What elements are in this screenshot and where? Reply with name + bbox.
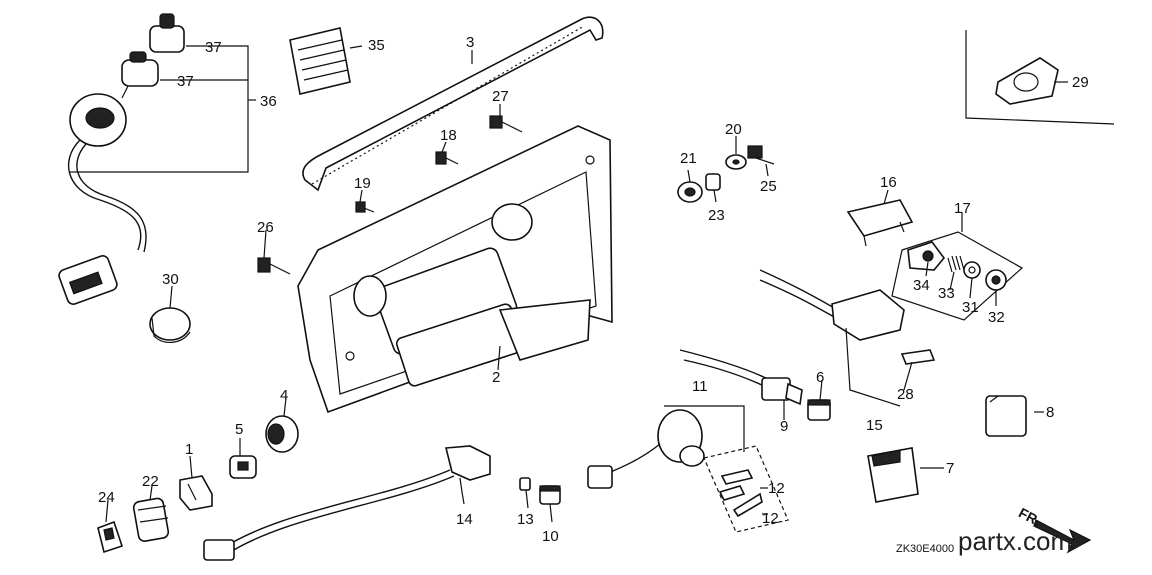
label-5: 5 <box>235 421 243 438</box>
label-20: 20 <box>725 121 742 138</box>
part-5-knob[interactable] <box>229 455 257 479</box>
part-7-module[interactable] <box>867 447 919 503</box>
label-15: 15 <box>866 417 883 434</box>
part-10-cap[interactable] <box>539 485 561 505</box>
label-11: 11 <box>692 378 708 395</box>
label-1: 1 <box>185 441 193 458</box>
part-26-bolt[interactable] <box>257 257 291 275</box>
part-35-regulator[interactable] <box>289 27 363 95</box>
part-28-fuse[interactable] <box>900 349 936 365</box>
part-16-switch[interactable] <box>846 199 914 247</box>
label-30: 30 <box>162 271 179 288</box>
part-15-harness[interactable] <box>759 269 905 407</box>
diagram-code: ZK30E4000 <box>896 543 954 555</box>
front-direction-arrow <box>1033 519 1092 554</box>
part-8-capacitor[interactable] <box>985 395 1027 437</box>
part-22-fuse-holder[interactable] <box>132 497 170 543</box>
label-12-lower: 12 <box>762 510 779 527</box>
part-1-clip[interactable] <box>179 475 213 511</box>
leader-11 <box>664 405 745 452</box>
part-20-washer[interactable] <box>725 154 747 170</box>
part-27-bolt[interactable] <box>489 115 523 133</box>
part-34-breaker-body[interactable] <box>907 241 946 271</box>
part-30-cap[interactable] <box>149 307 191 343</box>
part-36-wire-harness[interactable] <box>57 93 147 306</box>
label-22: 22 <box>142 473 159 490</box>
part-19-bolt[interactable] <box>355 201 375 213</box>
label-33: 33 <box>938 285 955 302</box>
label-7: 7 <box>946 460 954 477</box>
leader-lines <box>105 50 1068 523</box>
label-13: 13 <box>517 511 534 528</box>
partx-watermark: partx.com <box>958 526 1072 556</box>
label-14: 14 <box>456 511 473 528</box>
label-32: 32 <box>988 309 1005 326</box>
part-2-control-panel[interactable] <box>297 125 613 414</box>
label-36: 36 <box>260 93 277 110</box>
part-14-cable[interactable] <box>203 445 491 561</box>
part-3-seal-strip[interactable] <box>302 16 604 192</box>
leader-37-36 <box>70 45 249 173</box>
label-29: 29 <box>1072 74 1089 91</box>
part-31-nut[interactable] <box>963 261 981 279</box>
label-37-upper: 37 <box>205 39 222 56</box>
label-37-lower: 37 <box>177 73 194 90</box>
label-28: 28 <box>897 386 914 403</box>
part-12-parts-group[interactable] <box>703 445 789 533</box>
label-19: 19 <box>354 175 371 192</box>
label-16: 16 <box>880 174 897 191</box>
label-31: 31 <box>962 299 979 316</box>
label-21: 21 <box>680 150 697 167</box>
label-9: 9 <box>780 418 788 435</box>
part-37-upper-connector[interactable] <box>149 13 185 53</box>
label-17: 17 <box>954 200 971 217</box>
inset-frame <box>965 30 1115 125</box>
part-4-grommet[interactable] <box>265 415 299 453</box>
group-17-outline <box>891 231 1024 321</box>
label-27: 27 <box>492 88 509 105</box>
label-10: 10 <box>542 528 559 545</box>
label-23: 23 <box>708 207 725 224</box>
label-24: 24 <box>98 489 115 506</box>
part-21-grommet[interactable] <box>677 181 703 203</box>
label-34: 34 <box>913 277 930 294</box>
part-18-bolt[interactable] <box>435 151 459 165</box>
label-2: 2 <box>492 369 500 386</box>
label-3: 3 <box>466 34 474 51</box>
label-6: 6 <box>816 369 824 386</box>
label-8: 8 <box>1046 404 1054 421</box>
part-13-small-nut[interactable] <box>519 477 531 491</box>
part-23-collar[interactable] <box>705 173 721 191</box>
label-18: 18 <box>440 127 457 144</box>
label-25: 25 <box>760 178 777 195</box>
part-9-connector[interactable] <box>679 349 803 406</box>
part-24-clip[interactable] <box>97 520 124 554</box>
part-6-cap[interactable] <box>807 399 831 421</box>
part-37-lower-connector[interactable] <box>121 51 159 99</box>
part-29-gasket[interactable] <box>995 57 1059 105</box>
part-32-cap-nut[interactable] <box>985 269 1007 291</box>
part-25-bolt[interactable] <box>747 145 775 165</box>
label-12-upper: 12 <box>768 480 785 497</box>
label-4: 4 <box>280 387 288 404</box>
label-26: 26 <box>257 219 274 236</box>
part-11-switch[interactable] <box>587 409 705 489</box>
part-33-spring[interactable] <box>947 255 965 273</box>
label-35: 35 <box>368 37 385 54</box>
